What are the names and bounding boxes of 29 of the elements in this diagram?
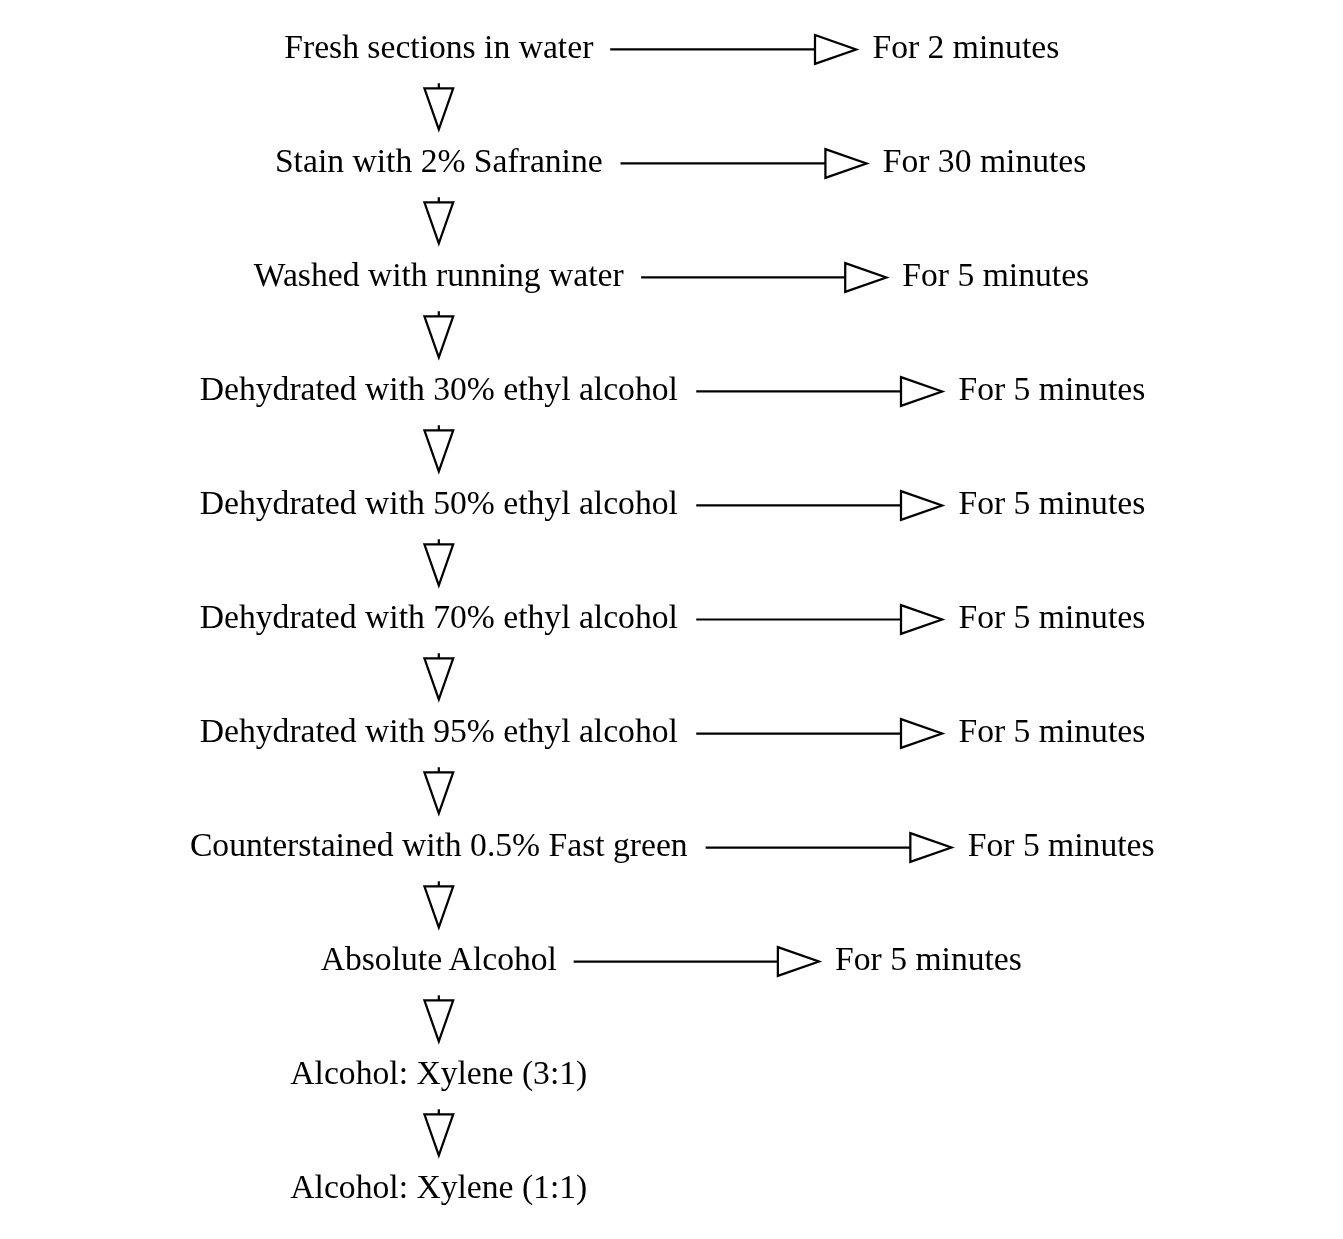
arrow xyxy=(696,717,946,750)
arrow xyxy=(696,375,946,408)
node-text: Washed with running water xyxy=(253,255,624,293)
arrow xyxy=(573,945,823,978)
arrow xyxy=(610,33,860,66)
node-text: For 5 minutes xyxy=(958,711,1146,749)
node-text: For 5 minutes xyxy=(835,939,1022,977)
node-text: Dehydrated with 70% ethyl alcohol xyxy=(199,597,678,635)
node-text: For 5 minutes xyxy=(967,825,1155,863)
node-text: For 5 minutes xyxy=(958,369,1146,407)
arrow xyxy=(620,147,870,180)
node-text: Alcohol: Xylene (3:1) xyxy=(290,1053,588,1091)
arrow xyxy=(705,831,955,864)
node-text: Stain with 2% Safranine xyxy=(274,141,603,179)
node-text: For 2 minutes xyxy=(872,27,1060,65)
node-text: For 30 minutes xyxy=(882,141,1087,179)
node-text: Fresh sections in water xyxy=(284,27,594,65)
arrow xyxy=(696,603,946,636)
arrow xyxy=(696,489,946,522)
node-text: Absolute Alcohol xyxy=(320,939,557,977)
node-text: For 5 minutes xyxy=(902,255,1090,293)
node-text: For 5 minutes xyxy=(958,483,1146,521)
node-text: Dehydrated with 50% ethyl alcohol xyxy=(199,483,678,521)
node-text: Dehydrated with 30% ethyl alcohol xyxy=(199,369,678,407)
node-text: For 5 minutes xyxy=(958,597,1146,635)
node-text: Counterstained with 0.5% Fast green xyxy=(189,825,688,863)
arrow xyxy=(641,261,890,294)
node-text: Dehydrated with 95% ethyl alcohol xyxy=(199,711,678,749)
node-text: Alcohol: Xylene (1:1) xyxy=(290,1167,588,1205)
